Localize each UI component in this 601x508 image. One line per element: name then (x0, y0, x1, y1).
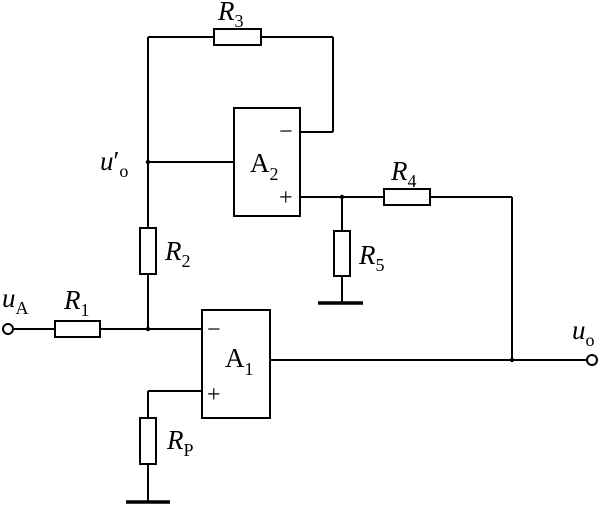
opamp-a2 (233, 107, 301, 217)
opamp-a1 (201, 309, 271, 419)
r1-label: R1 (63, 285, 90, 320)
opamp-a2-plus-sign: + (279, 185, 293, 211)
output-terminal (586, 354, 598, 366)
junction-dot (509, 357, 515, 363)
opamp-a2-label: A2 (250, 148, 279, 184)
opamp-a1-plus-sign: + (207, 382, 221, 408)
junction-dot (145, 326, 151, 332)
opamp-a2-minus-sign: − (279, 119, 293, 145)
r3-label: R3 (217, 0, 244, 31)
resistor-r1 (54, 320, 101, 338)
r2-label: R2 (164, 236, 191, 271)
opamp-a1-label: A1 (225, 343, 254, 379)
junction-dot (339, 194, 345, 200)
resistor-r4 (383, 188, 431, 206)
input-voltage-label: uA (2, 283, 29, 318)
circuit-wires (13, 36, 588, 502)
output-voltage-label: uo (572, 315, 595, 350)
r5-label: R5 (358, 240, 385, 275)
r4-label: R4 (390, 156, 417, 191)
junction-dot (145, 159, 151, 165)
resistor-r3 (213, 28, 262, 46)
input-terminal (2, 323, 14, 335)
resistor-r2 (139, 227, 157, 275)
resistor-r5 (333, 230, 351, 277)
intermediate-voltage-label: u′o (100, 146, 128, 181)
opamp-a1-minus-sign: − (207, 317, 221, 343)
rp-label: RP (166, 425, 194, 460)
resistor-rp (139, 417, 157, 465)
